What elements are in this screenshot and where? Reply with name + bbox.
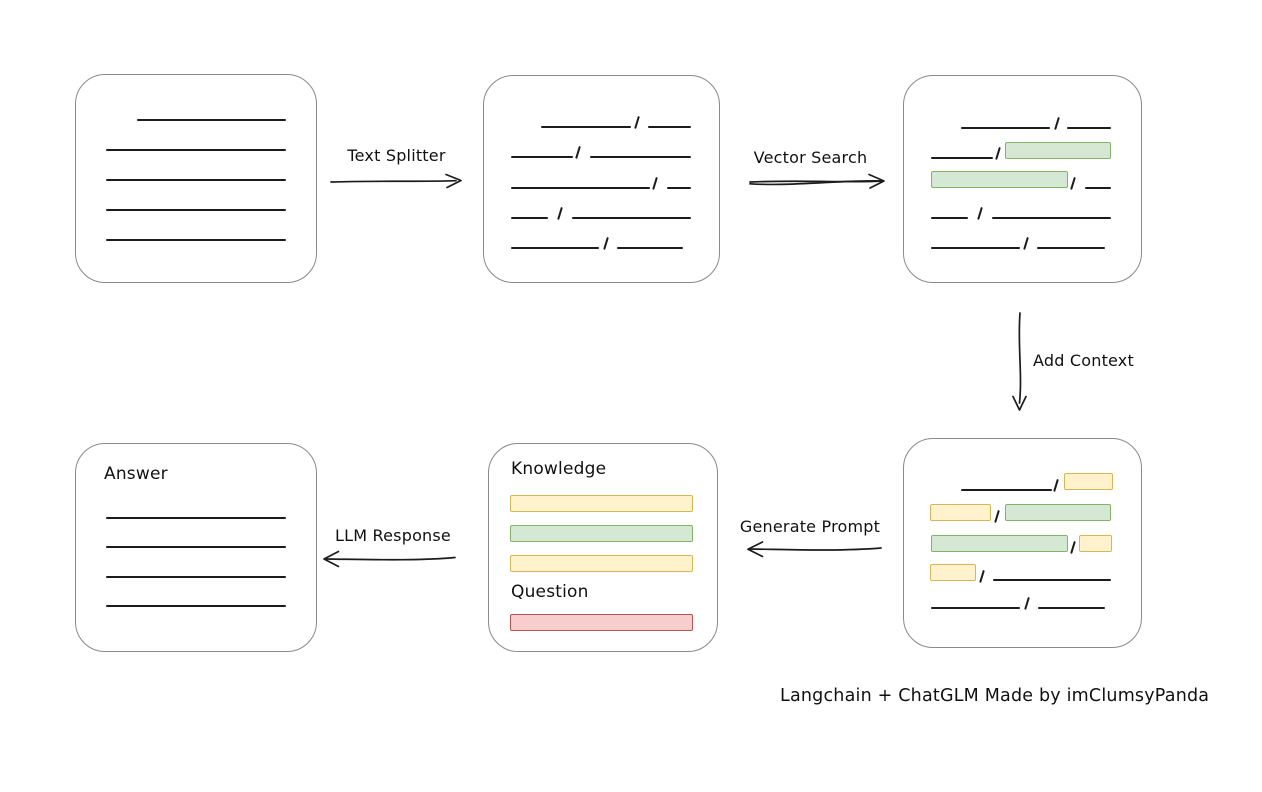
yellow-chunk	[1064, 473, 1113, 490]
text-line	[1085, 187, 1111, 189]
question-label: Question	[511, 582, 589, 602]
text-line	[961, 127, 1050, 129]
vector-search-label: Vector Search	[753, 148, 868, 167]
text-line	[106, 576, 286, 578]
split-chunks-box	[483, 75, 720, 283]
text-line	[992, 217, 1111, 219]
text-line	[931, 217, 968, 219]
text-line	[106, 179, 286, 181]
green-chunk	[931, 535, 1068, 552]
green-chunk	[931, 171, 1068, 188]
green-chunk	[510, 525, 693, 542]
text-line	[1037, 247, 1105, 249]
text-line	[1067, 127, 1111, 129]
text-line	[590, 156, 691, 158]
caption-text: Langchain + ChatGLM Made by imClumsyPand…	[780, 686, 1210, 706]
text-line	[511, 156, 573, 158]
text-line	[931, 157, 993, 159]
text-splitter-arrow	[330, 173, 462, 189]
text-line	[511, 247, 599, 249]
text-line	[931, 607, 1020, 609]
yellow-chunk	[1079, 535, 1112, 552]
red-chunk	[510, 614, 693, 631]
llm-response-label: LLM Response	[335, 526, 451, 545]
add-context-arrow	[1012, 312, 1027, 411]
text-splitter-label: Text Splitter	[347, 146, 446, 165]
vector-search-arrow	[749, 173, 885, 189]
text-line	[106, 149, 286, 151]
green-chunk	[1005, 504, 1111, 521]
text-line	[961, 489, 1052, 491]
text-line	[993, 579, 1111, 581]
green-chunk	[1005, 142, 1111, 159]
knowledge-label: Knowledge	[511, 459, 607, 479]
document-box	[75, 74, 317, 283]
llm-response-arrow	[323, 550, 456, 568]
text-line	[106, 517, 286, 519]
text-line	[511, 217, 548, 219]
text-line	[106, 209, 286, 211]
text-line	[137, 119, 286, 121]
yellow-chunk	[510, 495, 693, 512]
text-line	[106, 239, 286, 241]
answer-label: Answer	[104, 464, 168, 484]
text-line	[931, 247, 1020, 249]
text-line	[667, 187, 691, 189]
yellow-chunk	[930, 564, 976, 581]
generate-prompt-arrow	[747, 541, 882, 558]
text-line	[648, 126, 691, 128]
text-line	[511, 187, 650, 189]
text-line	[106, 546, 286, 548]
text-line	[106, 605, 286, 607]
text-line	[1038, 607, 1105, 609]
text-line	[572, 217, 691, 219]
yellow-chunk	[930, 504, 991, 521]
yellow-chunk	[510, 555, 693, 572]
text-line	[617, 247, 683, 249]
add-context-label: Add Context	[1033, 351, 1134, 370]
text-line	[541, 126, 631, 128]
generate-prompt-label: Generate Prompt	[739, 517, 881, 536]
